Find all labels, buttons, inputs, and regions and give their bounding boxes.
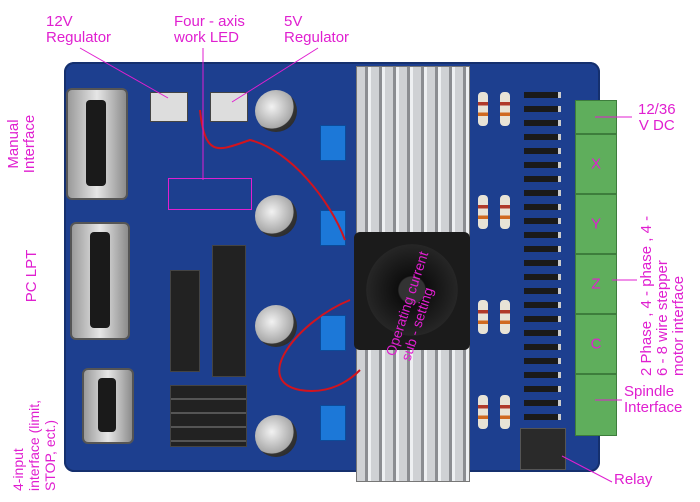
diode	[524, 176, 561, 182]
diode	[524, 358, 561, 364]
diode	[524, 302, 561, 308]
dip-switch-c[interactable]	[320, 405, 346, 441]
diode	[524, 386, 561, 392]
label-spindle-interface: Spindle Interface	[624, 383, 683, 416]
diode	[524, 344, 561, 350]
label-manual-interface: Manual Interface	[5, 114, 38, 174]
diode	[524, 330, 561, 336]
diode	[524, 246, 561, 252]
diode	[524, 92, 561, 98]
capacitor	[255, 195, 297, 237]
cooling-fan	[354, 232, 470, 350]
ic-chip	[212, 245, 246, 377]
label-motor-interface: 2 Phase , 4 - phase , 4 - 6 - 8 wire ste…	[638, 215, 687, 376]
diode	[524, 260, 561, 266]
diode	[524, 204, 561, 210]
diode	[524, 134, 561, 140]
diode	[524, 232, 561, 238]
diode	[524, 400, 561, 406]
label-12v-regulator: 12V Regulator	[46, 13, 112, 46]
terminal-y: Y	[575, 194, 617, 254]
capacitor	[255, 90, 297, 132]
label-pc-lpt: PC LPT	[23, 249, 40, 303]
diode	[524, 148, 561, 154]
heatsink-bottom	[356, 345, 470, 482]
regulator-5v	[210, 92, 248, 122]
label-4-input-interface: 4-input interface (limit, STOP, ect.)	[10, 399, 58, 491]
capacitor	[255, 415, 297, 457]
terminal-c: C	[575, 314, 617, 374]
diode	[524, 372, 561, 378]
input-db-connector	[82, 368, 134, 444]
label-power-input: 12/36 V DC	[638, 101, 676, 134]
diode	[524, 120, 561, 126]
dip-switch-x[interactable]	[320, 125, 346, 161]
heatsink-top	[356, 66, 470, 243]
diode	[524, 414, 561, 420]
spindle-terminal	[575, 374, 617, 436]
terminal-z: Z	[575, 254, 617, 314]
capacitor	[255, 305, 297, 347]
dip-switch-z[interactable]	[320, 315, 346, 351]
diode	[524, 288, 561, 294]
optocouplers	[170, 385, 247, 447]
regulator-12v	[150, 92, 188, 122]
work-led-group	[168, 178, 252, 210]
label-relay: Relay	[614, 471, 653, 488]
label-5v-regulator: 5V Regulator	[284, 13, 350, 46]
diode	[524, 106, 561, 112]
terminal-x: X	[575, 134, 617, 194]
diode	[524, 162, 561, 168]
lpt-db25-connector	[70, 222, 130, 340]
ic-chip	[170, 270, 200, 372]
diode	[524, 274, 561, 280]
diode	[524, 218, 561, 224]
manual-db-connector	[66, 88, 128, 200]
label-work-led: Four - axis work LED	[174, 13, 245, 46]
diode	[524, 190, 561, 196]
diode	[524, 316, 561, 322]
relay-component	[520, 428, 566, 470]
